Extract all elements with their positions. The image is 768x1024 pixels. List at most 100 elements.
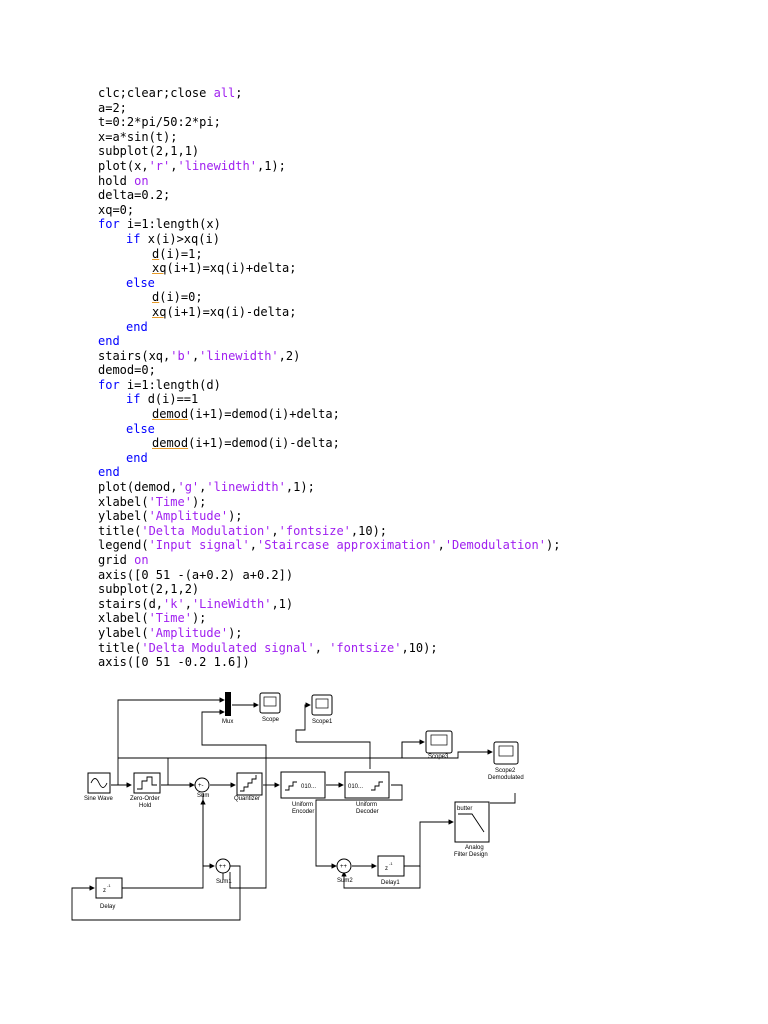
code-text: d: [152, 246, 160, 261]
sum2-label: Sum2: [337, 878, 353, 884]
sine-wave-label: Sine Wave: [84, 796, 113, 802]
code-text: (i)=1;: [159, 246, 203, 261]
filter-label-1: Analog: [465, 845, 484, 851]
code-text: ,1): [271, 596, 294, 611]
scope-block[interactable]: Scope: [259, 692, 281, 723]
code-text: xq: [152, 304, 167, 319]
code-text: ,: [170, 158, 178, 173]
code-line: if d(i)==1: [98, 392, 560, 407]
scope2-label-1: Scope2: [495, 768, 516, 774]
scope1-block[interactable]: Scope1: [311, 694, 333, 725]
quantizer-label: Quantizer: [234, 796, 260, 802]
quantizer-block[interactable]: Quantizer: [234, 772, 263, 802]
code-line: end: [98, 465, 560, 480]
code-text: ,: [249, 538, 257, 553]
code-keyword: else: [126, 275, 155, 290]
code-text: xq=0;: [98, 202, 135, 217]
code-line: xlabel('Time');: [98, 611, 560, 626]
decoder-icon-text: 010...: [348, 784, 363, 790]
code-text: ,: [271, 523, 279, 538]
code-string: 'Staircase approximation': [256, 538, 438, 553]
code-line: else: [98, 422, 560, 437]
delay1-exponent: -1: [389, 861, 393, 866]
scope3-label: Scope3: [428, 754, 449, 760]
code-text: (i+1)=xq(i)+delta;: [166, 261, 297, 276]
analog-filter-design-block[interactable]: butter Analog Filter Design: [454, 801, 490, 858]
code-line: xlabel('Time');: [98, 495, 560, 510]
code-string: 'Amplitude': [148, 625, 229, 640]
uniform-encoder-block[interactable]: 010... Uniform Encoder: [280, 771, 326, 815]
sum-block[interactable]: +- Sum: [194, 777, 210, 799]
sum2-block[interactable]: ++ Sum2: [336, 858, 353, 884]
code-line: demod(i+1)=demod(i)-delta;: [98, 436, 560, 451]
code-line: stairs(xq,'b','linewidth',2): [98, 349, 560, 364]
code-string: 'Delta Modulation': [141, 523, 272, 538]
scope1-label: Scope1: [312, 719, 333, 725]
delay-icon-text: z: [103, 888, 106, 894]
code-string: 'k': [163, 596, 185, 611]
mux-block[interactable]: Mux: [222, 692, 233, 725]
code-line: grid on: [98, 553, 560, 568]
code-text: ,: [184, 596, 192, 611]
encoder-label-1: Uniform: [292, 802, 313, 808]
code-string: all: [213, 86, 236, 100]
code-text: demod: [152, 407, 189, 422]
code-text: ,: [199, 480, 207, 495]
code-line: d(i)=0;: [98, 290, 560, 305]
code-line: demod=0;: [98, 363, 560, 378]
scope2-block[interactable]: Scope2 Demodulated: [488, 741, 524, 781]
code-line: ylabel('Amplitude');: [98, 626, 560, 641]
code-keyword: for: [98, 217, 127, 232]
mux-label: Mux: [222, 719, 233, 725]
code-string: 'b': [170, 348, 192, 363]
code-line: ylabel('Amplitude');: [98, 509, 560, 524]
code-string: 'linewidth': [177, 158, 257, 173]
delay1-icon-text: z: [385, 866, 388, 872]
code-text: title(: [98, 523, 142, 538]
code-text: (i+1)=xq(i)-delta;: [166, 304, 297, 319]
code-line: x=a*sin(t);: [98, 130, 560, 145]
code-string: 'Amplitude': [148, 509, 229, 524]
code-line: end: [98, 320, 560, 335]
delay1-block[interactable]: z -1 Delay1: [377, 855, 405, 886]
code-keyword: else: [126, 421, 155, 436]
code-text: subplot(2,1,2): [98, 582, 200, 597]
matlab-code-listing: clc;clear;close all;a=2;t=0:2*pi/50:2*pi…: [98, 86, 560, 670]
code-string: 'linewidth': [206, 480, 286, 495]
code-text: (i+1)=demod(i)+delta;: [188, 407, 340, 422]
code-line: clc;clear;close all;: [98, 86, 560, 101]
code-keyword: end: [126, 450, 148, 465]
code-line: title('Delta Modulated signal', 'fontsiz…: [98, 641, 560, 656]
zero-order-hold-block[interactable]: Zero-Order Hold: [130, 772, 161, 809]
svg-text:++: ++: [340, 864, 348, 870]
code-text: ,: [437, 538, 445, 553]
simulink-block-diagram: Sine Wave Zero-Order Hold +- Sum Quantiz…: [71, 692, 524, 921]
sum1-block[interactable]: ++ Sum1: [215, 858, 232, 885]
code-line: title('Delta Modulation','fontsize',10);: [98, 524, 560, 539]
code-string: 'Input signal': [148, 538, 250, 553]
code-string: on: [134, 173, 149, 188]
delay-label: Delay: [100, 904, 115, 910]
code-text: xq: [152, 261, 167, 276]
code-text: ,: [314, 640, 330, 655]
uniform-decoder-block[interactable]: 010... Uniform Decoder: [344, 771, 390, 815]
code-line: legend('Input signal','Staircase approxi…: [98, 538, 560, 553]
code-text: ylabel(: [98, 625, 149, 640]
code-line: plot(demod,'g','linewidth',1);: [98, 480, 560, 495]
code-string: 'linewidth': [199, 348, 279, 363]
zoh-label-2: Hold: [139, 803, 151, 809]
code-text: ylabel(: [98, 509, 149, 524]
code-string: 'r': [148, 158, 171, 173]
sum1-label: Sum1: [216, 879, 232, 885]
code-text: stairs(d,: [98, 596, 164, 611]
code-string: 'Time': [148, 494, 192, 509]
code-text: axis([0 51 -0.2 1.6]): [98, 655, 250, 670]
delay-block[interactable]: z -1 Delay: [95, 877, 123, 910]
sine-wave-block[interactable]: Sine Wave: [84, 772, 113, 802]
code-keyword: for: [98, 377, 127, 392]
code-text: a=2;: [98, 100, 127, 115]
code-line: plot(x,'r','linewidth',1);: [98, 159, 560, 174]
scope3-block[interactable]: Scope3: [425, 730, 453, 760]
code-text: plot(demod,: [98, 480, 178, 495]
code-text: title(: [98, 640, 142, 655]
